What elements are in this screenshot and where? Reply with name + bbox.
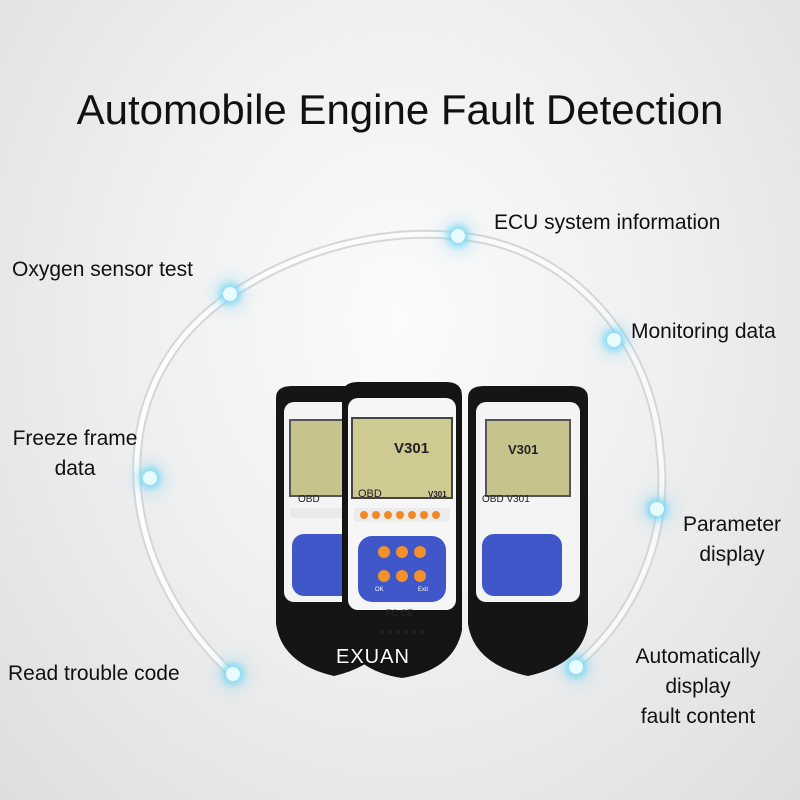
ecu-dot-icon <box>451 229 465 243</box>
parameter-label: Parameter display <box>662 510 800 570</box>
freeze-dot-icon <box>143 471 157 485</box>
auto-label: Automatically display fault content <box>612 642 784 732</box>
page-title: Automobile Engine Fault Detection <box>76 86 724 133</box>
scanner-center-body <box>342 382 462 678</box>
oxygen-label: Oxygen sensor test <box>12 258 193 281</box>
right-model-text: V301 <box>508 442 538 457</box>
center-exit-key: Exit <box>418 587 429 593</box>
parameter-label-line1: Parameter <box>682 513 782 536</box>
scanner-center: V301 OBD V301 OK Exit FC CE <box>336 380 468 680</box>
center-brand-model-text: V301 <box>428 490 447 499</box>
auto-dot-icon <box>569 660 583 674</box>
auto-label-line3: fault content <box>640 705 756 728</box>
parameter-dot-icon <box>650 502 664 516</box>
monitoring-label: Monitoring data <box>631 320 776 343</box>
read-code-label: Read trouble code <box>8 662 180 685</box>
parameter-label-line2: display <box>699 543 765 566</box>
oxygen-dot-icon <box>223 287 237 301</box>
watermark-text: EXUAN <box>336 646 410 668</box>
freeze-label-line1: Freeze frame <box>12 427 138 450</box>
auto-label-line1: Automatically <box>635 645 761 668</box>
ecu-label: ECU system information <box>494 211 721 234</box>
monitoring-dot-icon <box>607 333 621 347</box>
left-brand-text: OBD <box>298 494 320 505</box>
auto-label-line2: display <box>665 675 731 698</box>
freeze-label-line2: data <box>54 457 96 480</box>
scanner-right: V301 OBD V301 <box>468 386 588 676</box>
freeze-label: Freeze frame data <box>0 424 150 484</box>
center-ok-key: OK <box>375 587 384 593</box>
center-model-text: V301 <box>394 440 430 457</box>
center-cert-text: FC CE <box>386 608 413 618</box>
center-brand-text: OBD <box>358 488 382 500</box>
right-brand-text: OBD V301 <box>482 494 530 505</box>
read-code-dot-icon <box>226 667 240 681</box>
